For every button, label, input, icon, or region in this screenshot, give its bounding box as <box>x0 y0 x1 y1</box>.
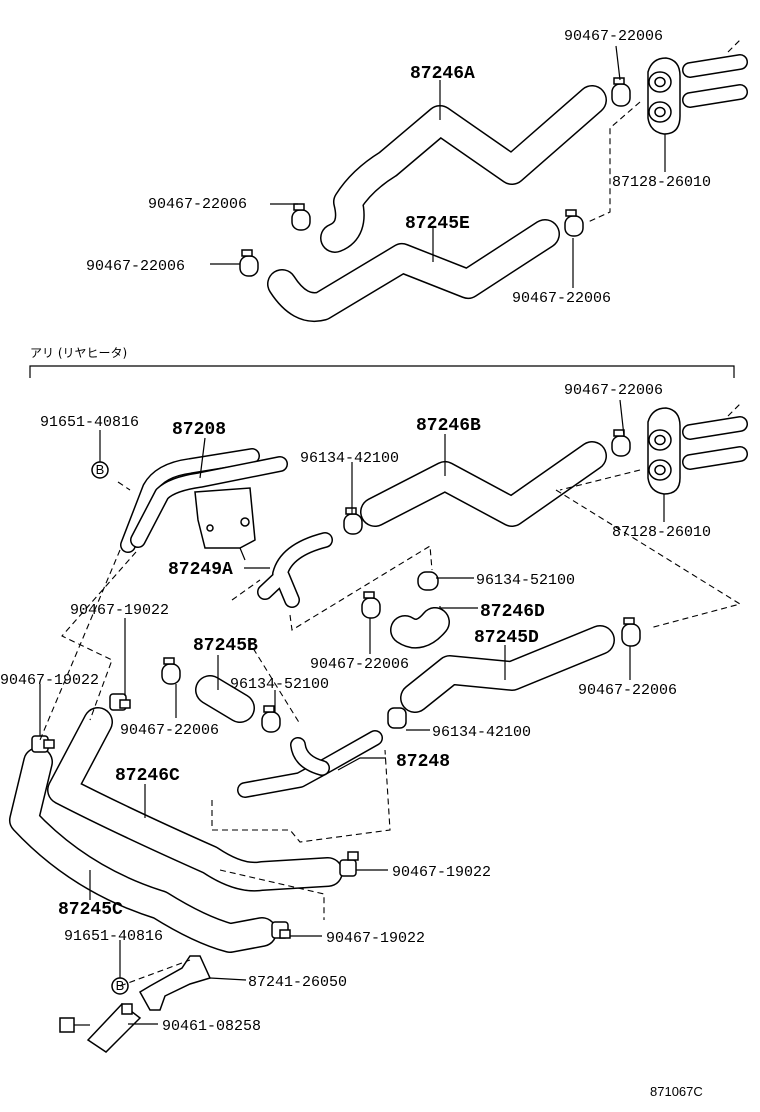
hose-87246A <box>320 85 607 253</box>
bolt-icon <box>59 1017 90 1033</box>
svg-text:B: B <box>96 462 105 477</box>
clamp-icon <box>611 77 631 107</box>
hose-87245B-label: 87245B <box>193 636 258 656</box>
hose-87245D-label: 87245D <box>474 628 539 648</box>
clamp-icon <box>343 507 363 535</box>
hose-87246C <box>47 707 343 892</box>
clamp-90467-22006-label: 90467-22006 <box>564 28 663 45</box>
grommet-icon: B <box>91 461 109 479</box>
hose-87246B <box>360 441 607 527</box>
pipe-stubs-top <box>682 39 748 108</box>
section-note: アリ (リヤヒータ) <box>30 346 127 360</box>
hose-87245E-label: 87245E <box>405 214 470 234</box>
pipe-87248 <box>237 730 383 798</box>
grommet-91651-40816-label: 91651-40816 <box>40 414 139 431</box>
pipe-assembly-87208 <box>120 448 288 561</box>
clamp-icon <box>339 851 359 877</box>
clamp-icon <box>161 657 181 685</box>
elbow-pipe-87249A <box>257 532 333 608</box>
clamp-90467-22006-label: 90467-22006 <box>86 258 185 275</box>
clamp-icon <box>291 203 311 231</box>
plate-87128-26010-label: 87128-26010 <box>612 174 711 191</box>
clamp-icon <box>271 921 291 939</box>
clamp-90467-22006-label: 90467-22006 <box>120 722 219 739</box>
clamp-icon <box>417 571 439 591</box>
clamp-90467-19022-label: 90467-19022 <box>326 930 425 947</box>
clip-90461-08258 <box>86 1002 142 1053</box>
mounting-plate-middle <box>647 407 681 495</box>
pipe-87248-label: 87248 <box>396 752 450 772</box>
hose-87246C-label: 87246C <box>115 766 180 786</box>
clamp-90467-22006-label: 90467-22006 <box>564 382 663 399</box>
bracket-87241-26050-label: 87241-26050 <box>248 974 347 991</box>
hose-87245E <box>267 219 560 322</box>
bracket-87241-26050 <box>138 955 212 1011</box>
clamp-90467-19022-label: 90467-19022 <box>70 602 169 619</box>
pipe-stubs-middle <box>682 403 748 470</box>
hose-87246B-label: 87246B <box>416 416 481 436</box>
hose-87246D-label: 87246D <box>480 602 545 622</box>
mounting-plate-top <box>647 57 681 135</box>
clamp-96134-52100-label: 96134-52100 <box>230 676 329 693</box>
hose-87245D <box>400 625 615 713</box>
clamp-90467-19022-label: 90467-19022 <box>0 672 99 689</box>
drawing-code: 871067C <box>650 1084 703 1099</box>
clamp-90467-22006-label: 90467-22006 <box>148 196 247 213</box>
clamp-icon <box>387 707 407 729</box>
hose-87246D <box>390 607 450 649</box>
hose-87246A-label: 87246A <box>410 64 475 84</box>
clamp-icon <box>109 693 131 711</box>
clamp-90467-22006-label: 90467-22006 <box>512 290 611 307</box>
clamp-90467-22006-label: 90467-22006 <box>578 682 677 699</box>
clamp-icon <box>261 705 281 733</box>
pipe-87208-label: 87208 <box>172 420 226 440</box>
clamp-icon <box>239 249 259 277</box>
clamp-icon <box>611 429 631 457</box>
clamp-icon <box>621 617 641 647</box>
clamp-90467-19022-label: 90467-19022 <box>392 864 491 881</box>
hose-87245B <box>195 675 255 723</box>
clamp-90467-22006-label: 90467-22006 <box>310 656 409 673</box>
clamp-icon <box>564 209 584 237</box>
section-bracket <box>29 365 735 378</box>
grommet-91651-40816-label: 91651-40816 <box>64 928 163 945</box>
clip-90461-08258-label: 90461-08258 <box>162 1018 261 1035</box>
hose-87245C-label: 87245C <box>58 900 123 920</box>
pipe-87249A-label: 87249A <box>168 560 233 580</box>
hose-87245C <box>9 747 277 953</box>
clamp-96134-42100-label: 96134-42100 <box>300 450 399 467</box>
clamp-96134-52100-label: 96134-52100 <box>476 572 575 589</box>
clamp-96134-42100-label: 96134-42100 <box>432 724 531 741</box>
clamp-icon <box>31 735 55 753</box>
clamp-icon <box>361 591 381 619</box>
plate-87128-26010-label: 87128-26010 <box>612 524 711 541</box>
